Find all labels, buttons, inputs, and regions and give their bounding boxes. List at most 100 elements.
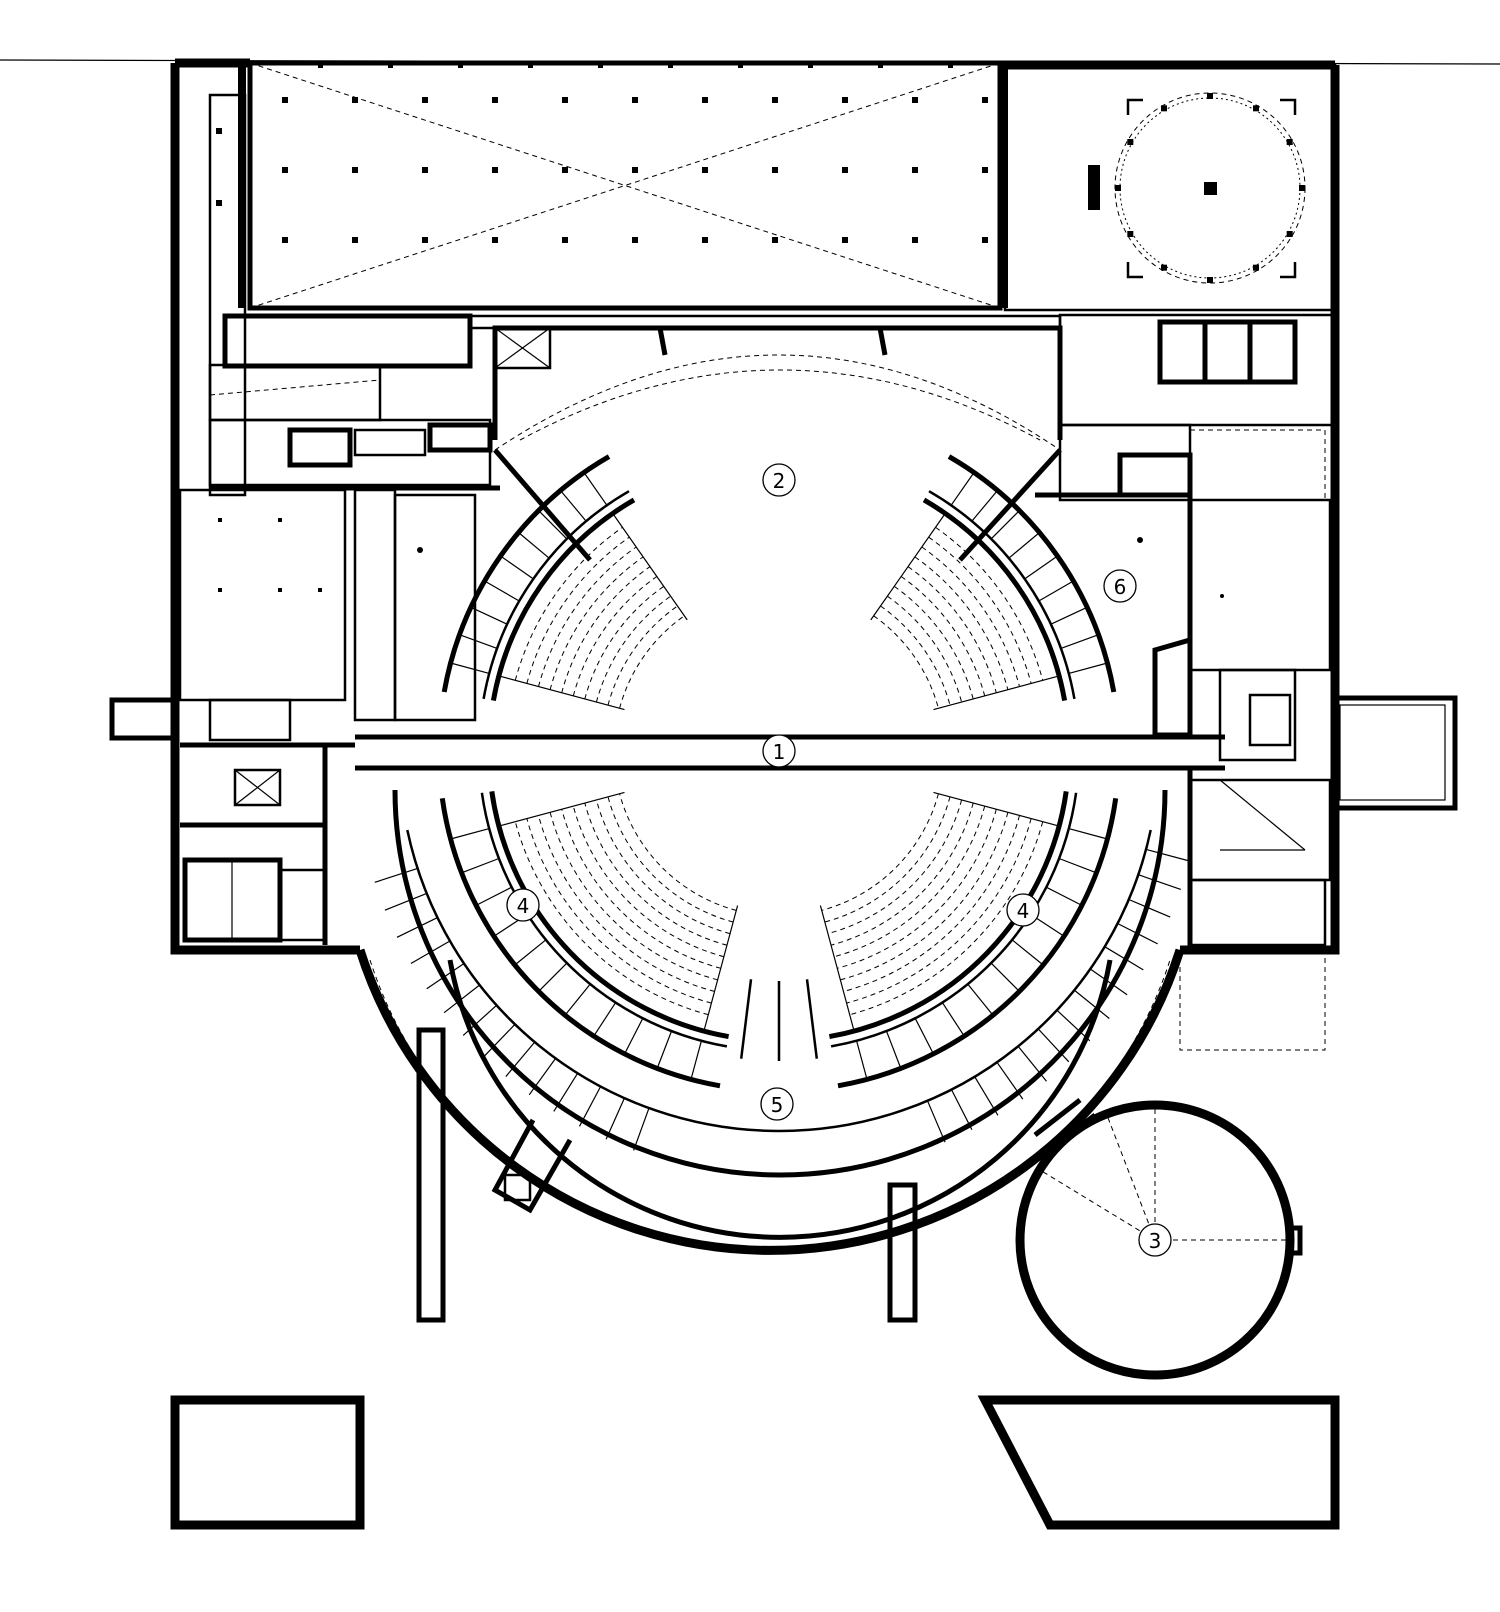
seating-ring-lower-right (837, 797, 1119, 1089)
left-room-e (427, 422, 493, 453)
foyer-cell (1017, 1045, 1047, 1082)
left-room-a-dash (209, 379, 381, 396)
box-divider (470, 606, 508, 625)
seat-row-upper-right (921, 546, 1020, 687)
box-divider (450, 662, 490, 674)
seating-ring-upper-left (482, 490, 630, 700)
box-divider (1046, 886, 1083, 906)
hall-column-top (948, 63, 953, 68)
seat-row-lower-left (514, 821, 709, 1016)
lift-block-2 (1202, 319, 1253, 385)
hall-column (562, 167, 568, 173)
right-protrusion-inner (1339, 704, 1446, 801)
right-outdoor-dash (1179, 949, 1326, 1051)
seat-row-upper-left (619, 615, 685, 709)
top-right-room (1003, 63, 1337, 312)
marker-4-right: 4 (1006, 893, 1040, 927)
box-divider (971, 490, 998, 522)
seat-row-lower-right (849, 821, 1044, 1016)
right-lower-room-2 (1188, 878, 1327, 947)
box-divider (1060, 634, 1099, 649)
box-divider (885, 1030, 902, 1069)
lobby-post (278, 518, 282, 522)
upper-hall-diagonal-a (249, 62, 1001, 309)
left-lift-room (233, 768, 282, 807)
seat-row-upper-right (907, 566, 997, 693)
seat-row-lower-left (619, 793, 737, 911)
seat-block-edge (870, 513, 946, 621)
left-room-d (353, 428, 427, 457)
seating-ring-lower-left (439, 797, 721, 1089)
seat-row-upper-left (538, 546, 637, 687)
right-lobby (1188, 498, 1332, 672)
left-service-post2 (216, 200, 222, 206)
pavilion-column (1115, 185, 1121, 191)
pavilion-column (1127, 139, 1134, 145)
box-divider (564, 983, 591, 1016)
hall-column (282, 167, 288, 173)
box-divider (484, 580, 520, 602)
pavilion-column (1161, 264, 1167, 271)
marker-3-label: 3 (1149, 1229, 1162, 1253)
round-tower-door (1285, 1225, 1303, 1256)
seat-row-lower-right (827, 799, 963, 935)
hall-column (702, 97, 708, 103)
box-divider (593, 1002, 617, 1037)
pavilion-column (1253, 105, 1259, 112)
stage-outline (492, 325, 1063, 440)
box-divider (518, 532, 550, 559)
left-lift-x2 (234, 769, 281, 806)
stage-marker-tick-right (877, 327, 888, 356)
hall-column (632, 97, 638, 103)
box-divider (560, 490, 587, 522)
hall-column (842, 167, 848, 173)
box-divider (538, 962, 568, 992)
hall-column-top (738, 63, 743, 68)
box-divider (1068, 828, 1108, 840)
pavilion-column (1286, 139, 1293, 145)
pavilion-column (1286, 231, 1293, 237)
lobby-post (318, 588, 322, 592)
pavilion-column (1253, 264, 1259, 271)
hall-column (282, 237, 288, 243)
round-tower-dash-rays (1039, 1105, 1288, 1241)
hall-column (352, 97, 358, 103)
seating-ring-lower-left (489, 791, 730, 1040)
foyer-cell (483, 1023, 516, 1058)
hall-column-top (318, 63, 323, 68)
auditorium (374, 454, 1190, 1151)
seat-row-upper-left (595, 595, 671, 703)
seat-row-lower-left (607, 796, 734, 923)
box-divider (1050, 606, 1088, 625)
upper-hall-inner-border (238, 63, 246, 308)
vomitory-wall (739, 979, 753, 1059)
foyer-cell (1037, 1028, 1070, 1063)
hall-column-top (878, 63, 883, 68)
seat-row-upper-left (607, 605, 678, 706)
stage-arc-dash-inner (519, 369, 1041, 441)
seating-ring-lower-right (828, 791, 1069, 1040)
box-divider (538, 510, 568, 540)
marker-5-label: 5 (771, 1093, 784, 1117)
box-divider (1008, 532, 1040, 559)
seat-row-upper-right (935, 526, 1044, 681)
box-divider (941, 1002, 965, 1037)
foyer-cell (633, 1107, 650, 1151)
foyer-lift-box (503, 1173, 532, 1202)
hall-column (912, 237, 918, 243)
left-lobby-2 (393, 493, 477, 722)
hall-column (422, 97, 428, 103)
lobby-six-column (1137, 537, 1143, 543)
foyer-lower-ring (447, 959, 1113, 1240)
lobby-post (278, 588, 282, 592)
marker-4-right-label: 4 (1017, 899, 1030, 923)
seating-ring-lower-right (830, 792, 1078, 1048)
hall-column (632, 237, 638, 243)
outer-building-wall-right (1180, 65, 1340, 955)
seat-row-upper-right (914, 556, 1009, 690)
seat-row-upper-right (900, 576, 986, 697)
left-service-post (216, 128, 222, 134)
foyer-mid-ring (406, 829, 1152, 1133)
lobby-post (218, 588, 222, 592)
hall-column (562, 237, 568, 243)
